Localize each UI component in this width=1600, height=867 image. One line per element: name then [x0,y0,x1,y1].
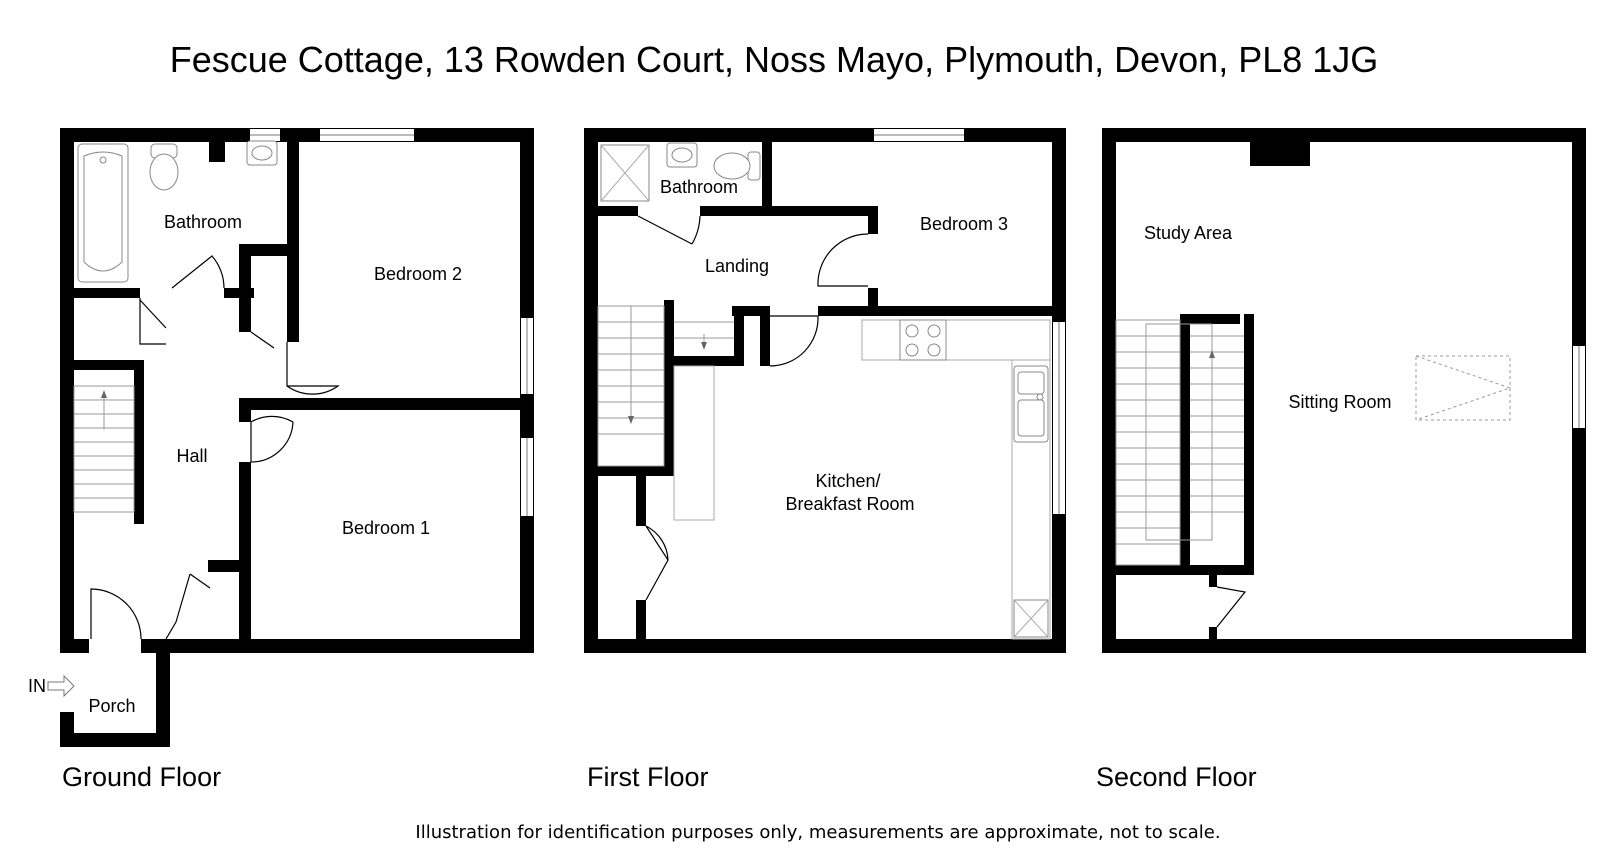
room-label-landing: Landing [705,256,769,276]
property-address-title: Fescue Cottage, 13 Rowden Court, Noss Ma… [170,39,1379,80]
room-label-kitchen-line1: Kitchen/ [815,471,880,491]
entrance-label: IN [28,676,46,696]
room-label-sitting-room: Sitting Room [1288,392,1391,412]
window-bedroom1-side [521,438,533,516]
room-label-ground-bathroom: Bathroom [164,212,242,232]
toilet-icon-first [713,151,761,181]
first-floor-plan: Bathroom Bedroom 3 Landing Kitchen/ Brea… [584,128,1066,653]
window-bedroom2-top [320,129,414,141]
room-label-bedroom-2: Bedroom 2 [374,264,462,284]
basin-icon-first [666,142,698,168]
floor-label-second: Second Floor [1096,762,1257,792]
roof-window-icon [1415,355,1512,421]
bathtub-icon [77,143,129,283]
disclaimer-text: Illustration for identification purposes… [415,822,1220,843]
window-kitchen-side [1053,322,1065,514]
room-label-bedroom-1: Bedroom 1 [342,518,430,538]
room-label-bedroom-3: Bedroom 3 [920,214,1008,234]
toilet-icon [149,143,179,191]
window-sitting-room [1573,346,1585,428]
window-bedroom2-side [521,318,533,394]
staircase-first [597,305,734,467]
room-label-kitchen-line2: Breakfast Room [785,494,914,514]
window-bathroom-ground [250,129,280,141]
floor-label-ground: Ground Floor [62,762,221,792]
room-label-porch: Porch [88,696,135,716]
boiler-cupboard-icon [1013,599,1049,638]
basin-icon [246,140,278,166]
floor-label-first: First Floor [587,762,709,792]
ground-floor-plan: IN Bathroom Bedroom 2 Hall Bedroom 1 Por… [28,128,534,747]
kitchen-worktop [673,319,1051,640]
room-label-hall: Hall [176,446,207,466]
window-bedroom3 [874,129,964,141]
staircase-ground [73,385,135,513]
hob-icon [899,319,947,361]
staircase-second [1115,319,1244,566]
second-floor-plan: Study Area Sitting Room [1102,128,1586,653]
shower-tray-icon [600,144,650,202]
room-label-study-area: Study Area [1144,223,1233,243]
room-label-first-bathroom: Bathroom [660,177,738,197]
sink-icon [1013,365,1049,443]
entrance-arrow-icon [47,674,75,698]
